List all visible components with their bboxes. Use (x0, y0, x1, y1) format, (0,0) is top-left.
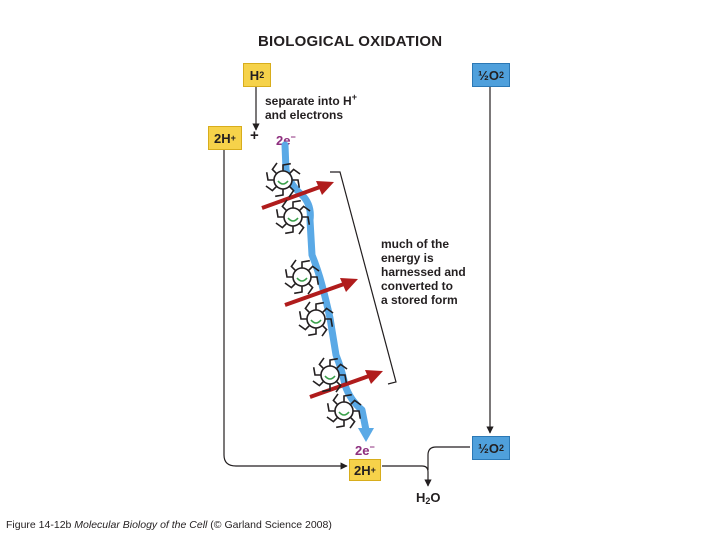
proton-path (223, 150, 348, 470)
diagram-title: BIOLOGICAL OXIDATION (258, 33, 443, 50)
half-o2-top-text: ½O (478, 67, 499, 83)
two-h-plus-box-top: 2H+ (208, 126, 242, 150)
caption-prefix: Figure 14-12b (6, 519, 75, 531)
caption-suffix: (© Garland Science 2008) (207, 519, 332, 531)
two-h-bottom-text: 2H (354, 462, 371, 478)
energy-arrow (261, 181, 334, 210)
energy-label: much of the energy is harnessed and conv… (381, 237, 466, 307)
electron-carrier-protein (275, 199, 311, 235)
electrons-bottom-label: 2e− (355, 440, 375, 458)
energy-line: a stored form (381, 293, 458, 307)
electrons-bottom-sup: − (369, 442, 375, 452)
half-o2-top-subscript: 2 (498, 70, 504, 80)
energy-bracket (330, 171, 397, 385)
h2-subscript: 2 (259, 70, 265, 80)
separate-line-2: and electrons (265, 108, 344, 122)
energy-line: much of the (381, 237, 449, 251)
electron-carrier-protein (284, 259, 320, 295)
water-subscript: 2 (425, 496, 431, 506)
electron-carrier-protein (265, 162, 301, 198)
half-o2-bottom-text: ½O (478, 440, 499, 456)
electrons-top-sup: − (290, 132, 296, 142)
h2-text: H (249, 67, 260, 83)
water-label: H2O (416, 491, 441, 508)
energy-arrow (284, 278, 358, 307)
plus-sign: + (250, 127, 259, 144)
two-h-bottom-superscript: + (370, 465, 376, 475)
water-h: H (416, 490, 426, 505)
separate-label: separate into H+ and electrons (265, 90, 357, 122)
electron-carrier-protein (326, 393, 362, 429)
caption-book-title: Molecular Biology of the Cell (74, 519, 208, 531)
electron-carrier-protein (312, 357, 348, 393)
electron-carrier-protein (298, 301, 334, 337)
separate-h-plus-sup: + (351, 92, 357, 102)
energy-line: converted to (381, 279, 454, 293)
electron-carriers (265, 162, 362, 429)
electron-flow-head (358, 428, 374, 442)
water-convergence-lines (382, 446, 470, 486)
energy-line: harnessed and (381, 265, 466, 279)
half-o2-bottom-subscript: 2 (498, 443, 504, 453)
separate-line-1: separate into H (265, 94, 352, 108)
two-h-plus-box-bottom: 2H+ (349, 459, 381, 481)
two-h-top-superscript: + (230, 133, 236, 143)
figure-caption: Figure 14-12b Molecular Biology of the C… (6, 519, 332, 531)
two-h-top-text: 2H (214, 130, 231, 146)
electrons-bottom-text: 2e (355, 443, 370, 458)
energy-line: energy is (381, 251, 434, 265)
water-o: O (430, 490, 441, 505)
